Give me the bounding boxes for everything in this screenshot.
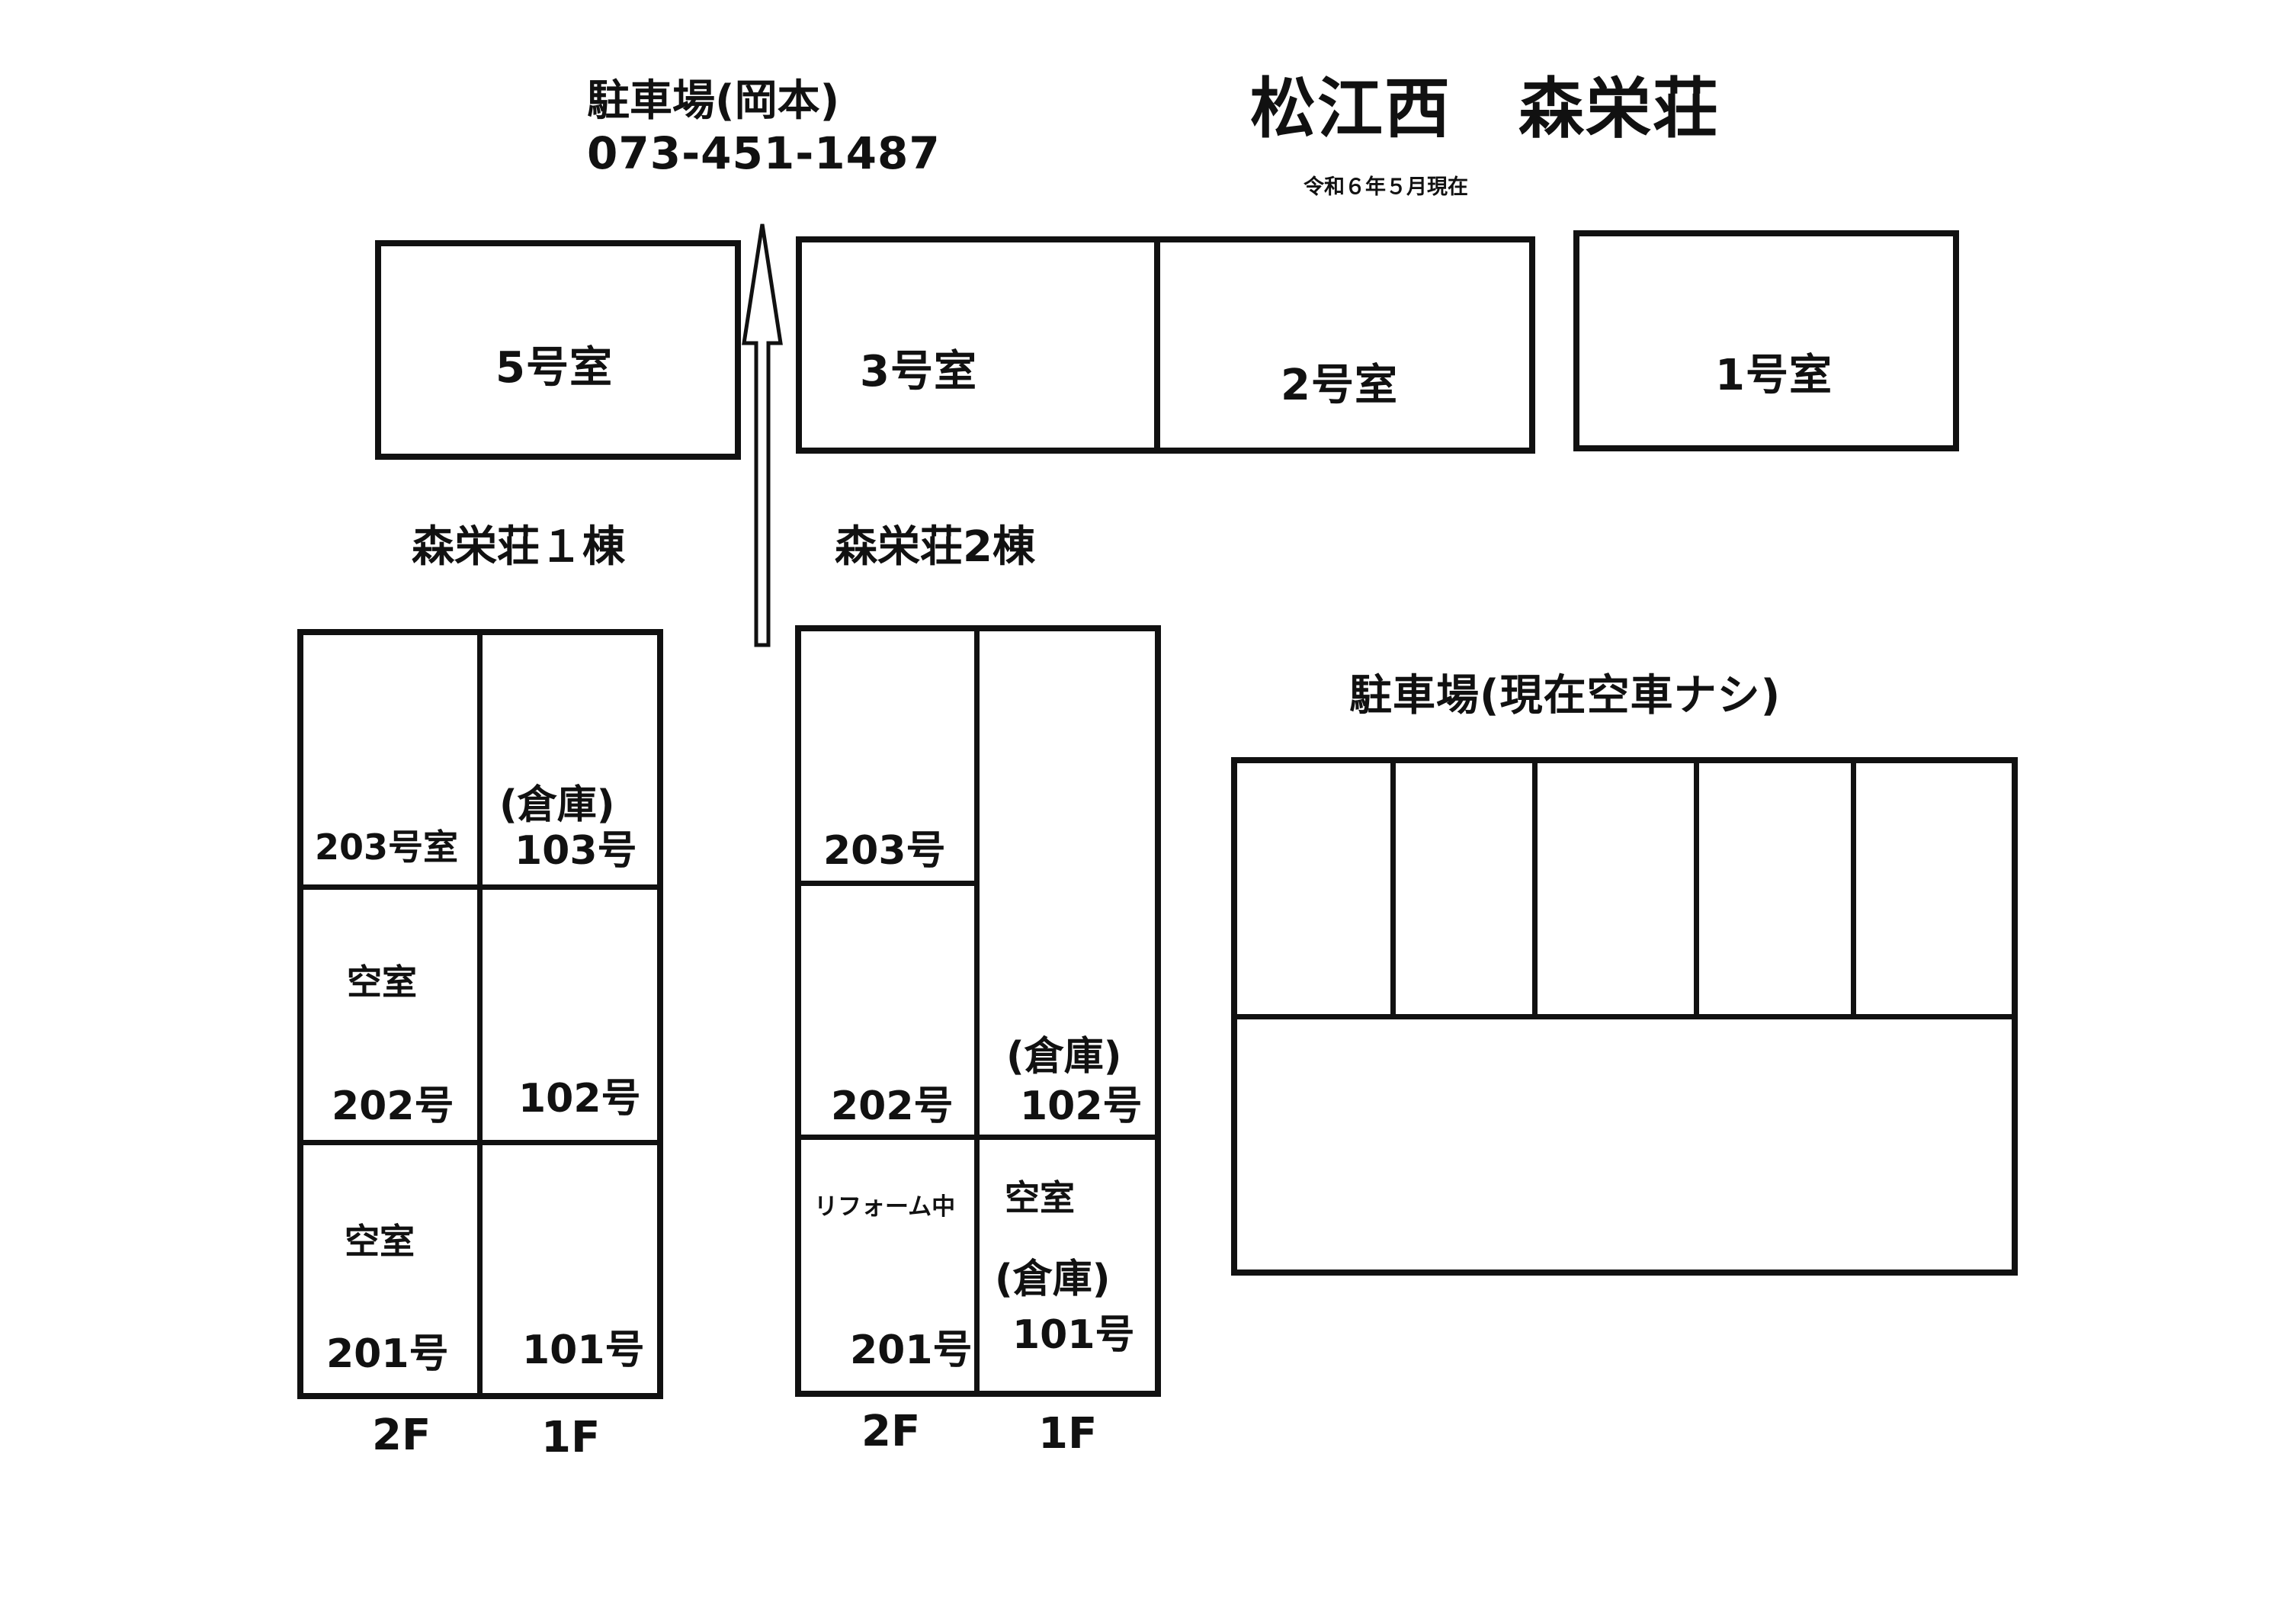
room-2-label: 2号室 bbox=[1281, 361, 1398, 410]
parking-space-divider-3 bbox=[1694, 757, 1699, 1017]
building-2-vertical-divider bbox=[974, 625, 980, 1397]
b1-floor-1f: 1F bbox=[541, 1413, 601, 1462]
b2-room-203: 203号 bbox=[823, 828, 946, 874]
page-title: 松江西 森栄荘 bbox=[1250, 71, 1720, 147]
building-1-vertical-divider bbox=[477, 629, 483, 1399]
b1-room-202: 202号 bbox=[332, 1083, 454, 1129]
b1-room-101: 101号 bbox=[522, 1327, 645, 1373]
b2-room-202: 202号 bbox=[831, 1083, 954, 1129]
b1-room-103-note: (倉庫) bbox=[499, 782, 615, 828]
room-1-box bbox=[1573, 230, 1959, 451]
building-1-label: 森栄荘１棟 bbox=[412, 522, 625, 572]
b2-room-101-status: 空室 bbox=[1005, 1177, 1075, 1218]
room-3-2-divider bbox=[1154, 236, 1160, 454]
room-3-2-box bbox=[796, 236, 1535, 454]
parking-phone: 073-451-1487 bbox=[587, 127, 941, 179]
b2-room-201: 201号 bbox=[850, 1327, 973, 1373]
b2-room-102: 102号 bbox=[1020, 1083, 1143, 1129]
b1-room-201-status: 空室 bbox=[345, 1221, 415, 1262]
b2-room-101: 101号 bbox=[1012, 1312, 1135, 1358]
b1-room-102: 102号 bbox=[518, 1076, 641, 1122]
room-3-label: 3号室 bbox=[860, 347, 977, 396]
building-1-row-divider-2 bbox=[297, 1140, 663, 1145]
b1-room-203: 203号室 bbox=[315, 827, 459, 868]
b1-floor-2f: 2F bbox=[372, 1411, 431, 1460]
building-2-floor-divider bbox=[795, 1135, 1161, 1140]
room-5-box bbox=[375, 240, 741, 460]
b1-room-202-status: 空室 bbox=[347, 961, 417, 1003]
b1-room-103: 103号 bbox=[515, 828, 637, 874]
arrow-up-icon bbox=[742, 223, 783, 647]
b1-room-201: 201号 bbox=[326, 1331, 449, 1377]
parking-space-divider-4 bbox=[1851, 757, 1856, 1017]
building-2-label: 森栄荘2棟 bbox=[835, 522, 1035, 572]
room-5-label: 5号室 bbox=[495, 343, 613, 393]
parking-horizontal-divider bbox=[1231, 1014, 2018, 1019]
building-1-row-divider-1 bbox=[297, 884, 663, 890]
b2-room-102-note: (倉庫) bbox=[1006, 1034, 1122, 1080]
date-note: 令和６年５月現在 bbox=[1304, 175, 1468, 199]
b2-room-201-status: リフォーム中 bbox=[814, 1193, 956, 1221]
building-2-left-divider-203 bbox=[795, 881, 978, 886]
b2-room-101-note: (倉庫) bbox=[995, 1257, 1111, 1302]
parking-owner-label: 駐車場(岡本) bbox=[587, 76, 840, 126]
parking-title: 駐車場(現在空車ナシ) bbox=[1349, 671, 1781, 721]
parking-space-divider-1 bbox=[1390, 757, 1396, 1017]
parking-space-divider-2 bbox=[1532, 757, 1538, 1017]
room-1-label: 1号室 bbox=[1715, 351, 1833, 400]
b2-floor-1f: 1F bbox=[1038, 1409, 1098, 1459]
b2-floor-2f: 2F bbox=[861, 1407, 921, 1456]
